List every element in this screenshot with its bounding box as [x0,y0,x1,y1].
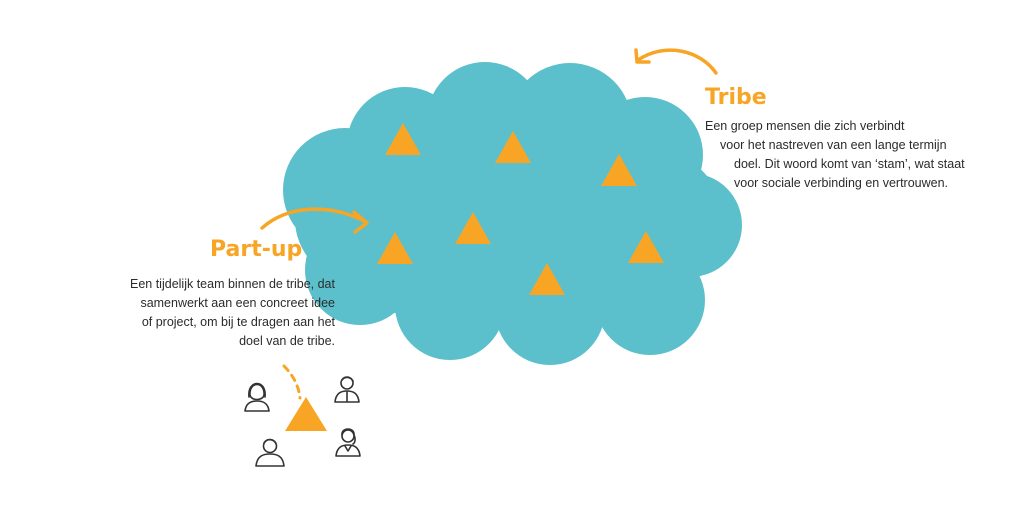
dashed-connector [282,364,302,400]
triangle-icon [385,123,421,155]
triangle-icon [628,231,664,263]
person-icon [244,382,270,412]
partup-description-line: of project, om bij te dragen aan het [141,315,335,329]
tribe-description-line: doel. Dit woord komt van ‘stam’, wat sta… [734,157,965,171]
tribe-description-line: voor sociale verbinding en vertrouwen. [734,176,949,190]
triangle-icon [377,232,413,264]
person-icon [255,438,285,467]
tribe-heading: Tribe [705,85,767,110]
partup-description: Een tijdelijk team binnen de tribe, dat … [130,275,335,351]
triangle-icon [285,397,327,431]
tribe-cloud [283,62,742,365]
partup-description-line: Een tijdelijk team binnen de tribe, dat [130,277,335,291]
tribe-description-line: voor het nastreven van een lange termijn [720,138,947,152]
tribe-description-line: Een groep mensen die zich verbindt [705,119,905,133]
person-icon [335,428,361,457]
partup-description-line: doel van de tribe. [239,334,335,348]
partup-heading: Part-up [210,237,303,262]
partup-description-line: samenwerkt aan een concreet idee [140,296,335,310]
triangle-icon [601,154,637,186]
tribe-description: Een groep mensen die zich verbindt voor … [705,117,965,193]
triangle-icon [495,131,531,163]
tribe-arrow-icon [634,48,718,75]
tribe-members [377,123,664,295]
partup-arrow-icon [260,207,369,234]
person-icon [334,376,360,403]
triangle-icon [455,212,491,244]
triangle-icon [529,263,565,295]
